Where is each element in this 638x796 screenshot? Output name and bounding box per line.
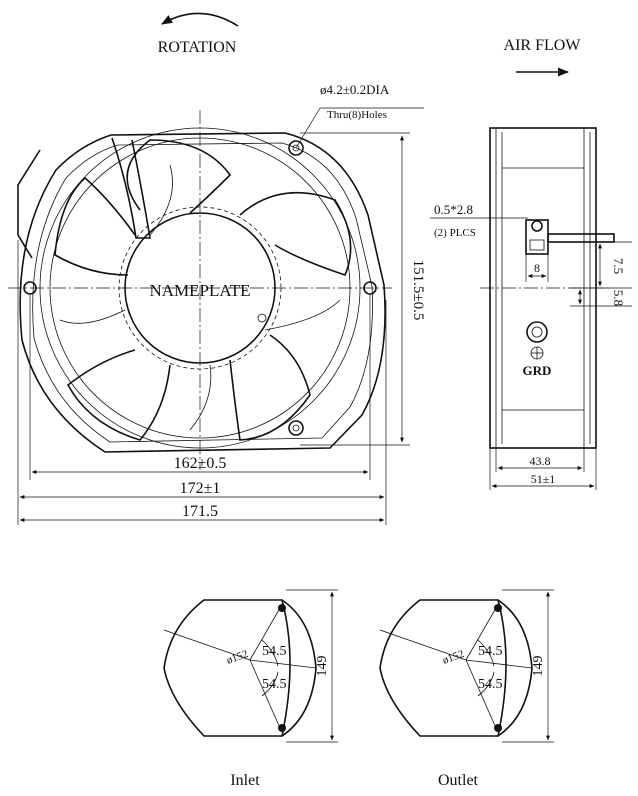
- mounting-hole-icon: [292, 424, 300, 432]
- inlet-construction-line: [163, 629, 251, 661]
- mounting-hole-icon: [288, 140, 304, 156]
- fan-blade: [149, 164, 173, 236]
- fan-blade: [66, 349, 171, 441]
- cable-guide: [111, 137, 151, 239]
- outlet-hole-icon: [494, 604, 502, 612]
- fan-blade: [239, 191, 352, 276]
- fan-blade: [264, 299, 341, 331]
- mounting-hole-icon: [292, 144, 300, 152]
- depth-inner-label: 43.8: [530, 454, 551, 468]
- outlet-angle-top-label: 54.5: [478, 644, 503, 659]
- outlet-angle-bottom-label: 54.5: [478, 677, 503, 692]
- inlet-construction-line: [249, 659, 317, 669]
- inlet-label: Inlet: [230, 772, 260, 789]
- outlet-construction-line: [465, 607, 497, 661]
- rotation-arrow-icon: [161, 12, 239, 27]
- rotation-indicator: ROTATION: [158, 12, 239, 56]
- fan-blade: [54, 176, 136, 276]
- width-frame-dimension-label: 172±1: [180, 480, 221, 497]
- inlet-height-label: 149: [315, 656, 330, 677]
- ground-terminal-icon: [526, 321, 548, 343]
- mounting-hole-icon: [288, 420, 304, 436]
- width-hole-dimension-label: 162±0.5: [174, 455, 227, 472]
- inlet-angle-arc: [261, 671, 279, 697]
- outlet-view: 54.5 54.5 ø152 149 Outlet: [379, 589, 554, 789]
- grd-label: GRD: [523, 363, 552, 378]
- outlet-construction-line: [465, 659, 533, 669]
- depth-overall-label: 51±1: [531, 472, 556, 486]
- terminal-block: [525, 219, 549, 255]
- frame-outline: [19, 132, 386, 453]
- inlet-angle-arc: [261, 639, 279, 667]
- mounting-hole-icon: [257, 313, 267, 323]
- terminal-pin: [529, 239, 545, 251]
- inlet-view: 54.5 54.5 ø152 149 Inlet: [163, 589, 338, 789]
- offset-a-label: 7.5: [611, 258, 626, 274]
- ground-terminal-icon: [531, 326, 543, 338]
- inlet-construction-line: [249, 607, 281, 661]
- hole-leader: [295, 107, 321, 149]
- offset-b-label: 5.8: [611, 290, 626, 306]
- outlet-height-label: 149: [531, 656, 546, 677]
- fan-blade: [229, 334, 311, 441]
- hole-thru-label: Thru(8)Holes: [327, 109, 387, 121]
- air-flow-label: AIR FLOW: [504, 37, 582, 54]
- inlet-angle-top-label: 54.5: [262, 644, 287, 659]
- inlet-dia-label: ø152: [225, 648, 250, 667]
- frame-side-tab: [17, 149, 41, 259]
- outlet-hole-icon: [494, 724, 502, 732]
- outlet-construction-line: [379, 629, 467, 661]
- outlet-outline: [379, 599, 507, 737]
- rotation-label: ROTATION: [158, 39, 237, 56]
- outlet-angle-arc: [477, 639, 495, 667]
- fan-blades: [54, 139, 352, 441]
- fan-blade: [126, 139, 232, 214]
- fan-blade: [59, 309, 126, 324]
- inlet-outline: [163, 599, 291, 737]
- terminal-size-label: 0.5*2.8: [434, 202, 473, 217]
- side-view: 0.5*2.8 (2) PLCS 8 7.5 5.8 GRD 43.8 51±1: [430, 127, 632, 490]
- fan-blade: [189, 364, 212, 431]
- terminal-count-label: (2) PLCS: [434, 227, 476, 239]
- front-view: NAMEPLATE ø4.2±0.2DIA Thru(8)Holes 151.5…: [8, 82, 426, 525]
- width-overall-dimension-label: 171.5: [182, 503, 218, 520]
- frame-inner-outline: [32, 142, 373, 443]
- outlet-angle-arc: [477, 671, 495, 697]
- outlet-label: Outlet: [438, 772, 479, 789]
- inlet-hole-icon: [278, 724, 286, 732]
- height-dimension-label: 151.5±0.5: [410, 260, 426, 321]
- nameplate-label: NAMEPLATE: [149, 281, 250, 300]
- terminal-screw-icon: [531, 220, 543, 232]
- hole-diameter-label: ø4.2±0.2DIA: [320, 82, 390, 97]
- outlet-dia-label: ø152: [441, 648, 466, 667]
- terminal-width-label: 8: [534, 261, 540, 275]
- inlet-angle-bottom-label: 54.5: [262, 677, 287, 692]
- air-flow-indicator: AIR FLOW: [504, 37, 582, 77]
- inlet-hole-icon: [278, 604, 286, 612]
- terminal-pin: [547, 233, 615, 243]
